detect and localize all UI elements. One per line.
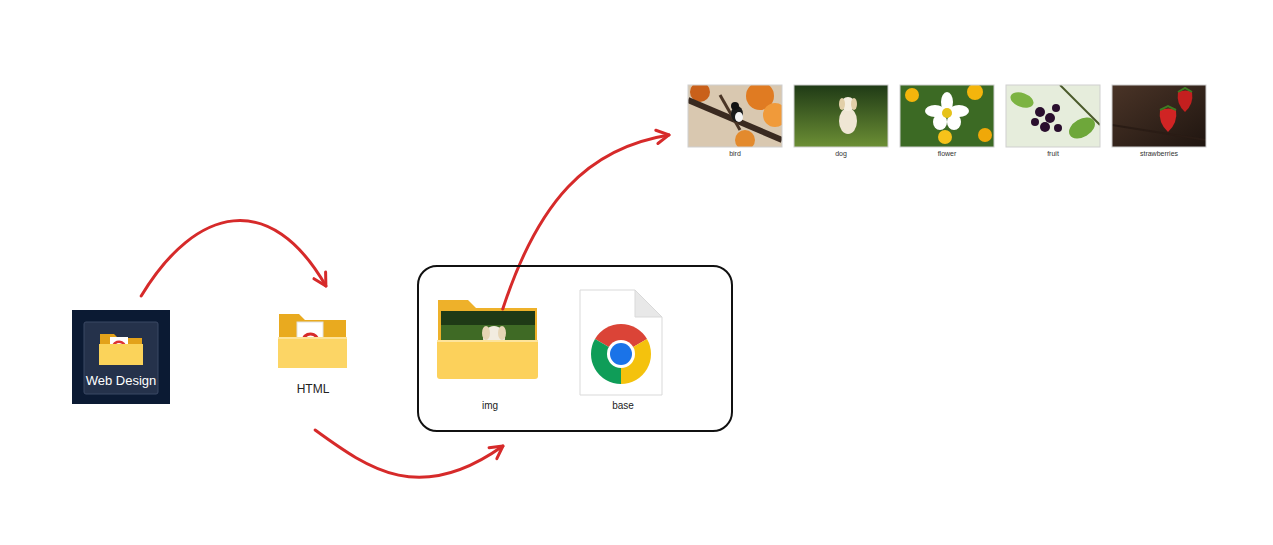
photo-thumbnail xyxy=(1112,85,1206,147)
photo-frame xyxy=(688,85,782,147)
photo-node: fruit xyxy=(1003,85,1103,163)
photo-thumbnail xyxy=(794,85,888,147)
node-label: HTML xyxy=(267,383,359,397)
node-label: base xyxy=(570,400,676,412)
photo-node: bird xyxy=(685,85,785,163)
curved-arrow xyxy=(315,430,503,477)
desktop-icon xyxy=(72,310,170,404)
node-label: Web Design xyxy=(69,374,173,389)
photo-node: strawberries xyxy=(1109,85,1209,163)
photo-thumbnail xyxy=(688,85,782,147)
group-box: img base xyxy=(417,265,733,432)
photo-node: dog xyxy=(791,85,891,163)
photo-node: flower xyxy=(897,85,997,163)
arrow-line xyxy=(141,221,326,296)
node-label: flower xyxy=(897,150,997,158)
file-node: base xyxy=(570,287,676,417)
node-label: img xyxy=(436,400,544,412)
image-folder-icon xyxy=(437,300,538,379)
node-label: bird xyxy=(685,150,785,158)
photo-frame xyxy=(900,85,994,147)
node-label: fruit xyxy=(1003,150,1103,158)
arrow-head xyxy=(656,130,669,143)
arrow-line xyxy=(315,430,503,477)
photo-frame xyxy=(1006,85,1100,147)
folder-node: img xyxy=(436,297,544,417)
arrow-head xyxy=(314,272,326,286)
desktop-folder: Web Design xyxy=(69,310,173,404)
node-label: strawberries xyxy=(1109,150,1209,158)
node-label: dog xyxy=(791,150,891,158)
folder-node: HTML xyxy=(267,305,359,430)
photo-frame xyxy=(1112,85,1206,147)
curved-arrow xyxy=(141,221,326,296)
curved-arrow xyxy=(503,130,669,309)
arrow-line xyxy=(503,135,669,309)
browser-file-icon xyxy=(580,290,662,395)
arrow-head xyxy=(489,446,503,459)
photo-thumbnail xyxy=(900,85,994,147)
photo-frame xyxy=(794,85,888,147)
folder-icon xyxy=(278,314,347,368)
photo-thumbnail xyxy=(1006,85,1100,147)
